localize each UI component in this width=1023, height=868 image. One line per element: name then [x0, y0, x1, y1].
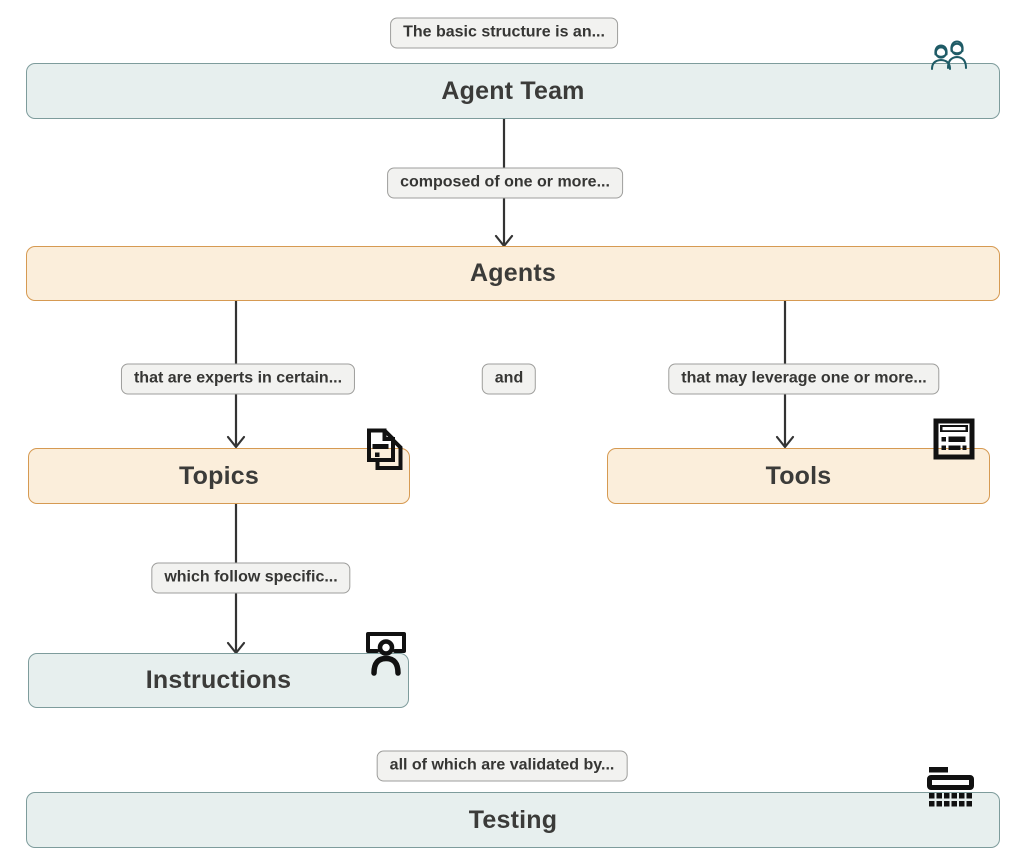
label-follow-specific: which follow specific...	[151, 562, 351, 594]
node-topics-label: Topics	[179, 461, 259, 490]
documents-icon	[367, 428, 403, 470]
label-basic-structure: The basic structure is an...	[390, 17, 618, 49]
label-may-leverage: that may leverage one or more...	[668, 363, 940, 395]
node-agents-label: Agents	[470, 259, 556, 287]
team-people-icon	[931, 40, 967, 70]
node-agents: Agents	[26, 246, 1000, 301]
node-instructions-label: Instructions	[145, 666, 292, 694]
list-window-icon	[933, 418, 975, 460]
label-validated-by: all of which are validated by...	[376, 750, 628, 782]
node-agent-team: Agent Team	[26, 63, 1000, 119]
testing-keyboard-icon	[927, 767, 974, 807]
node-tools: Tools	[607, 448, 990, 504]
node-agent-team-label: Agent Team	[441, 76, 585, 105]
label-experts-in: that are experts in certain...	[120, 363, 356, 395]
label-and: and	[481, 363, 537, 395]
node-topics: Topics	[28, 448, 410, 504]
node-instructions: Instructions	[28, 653, 409, 708]
node-testing-label: Testing	[468, 805, 558, 834]
node-tools-label: Tools	[765, 461, 832, 490]
presenter-icon	[366, 632, 406, 676]
node-testing: Testing	[26, 792, 1000, 848]
label-composed-of: composed of one or more...	[387, 167, 623, 199]
